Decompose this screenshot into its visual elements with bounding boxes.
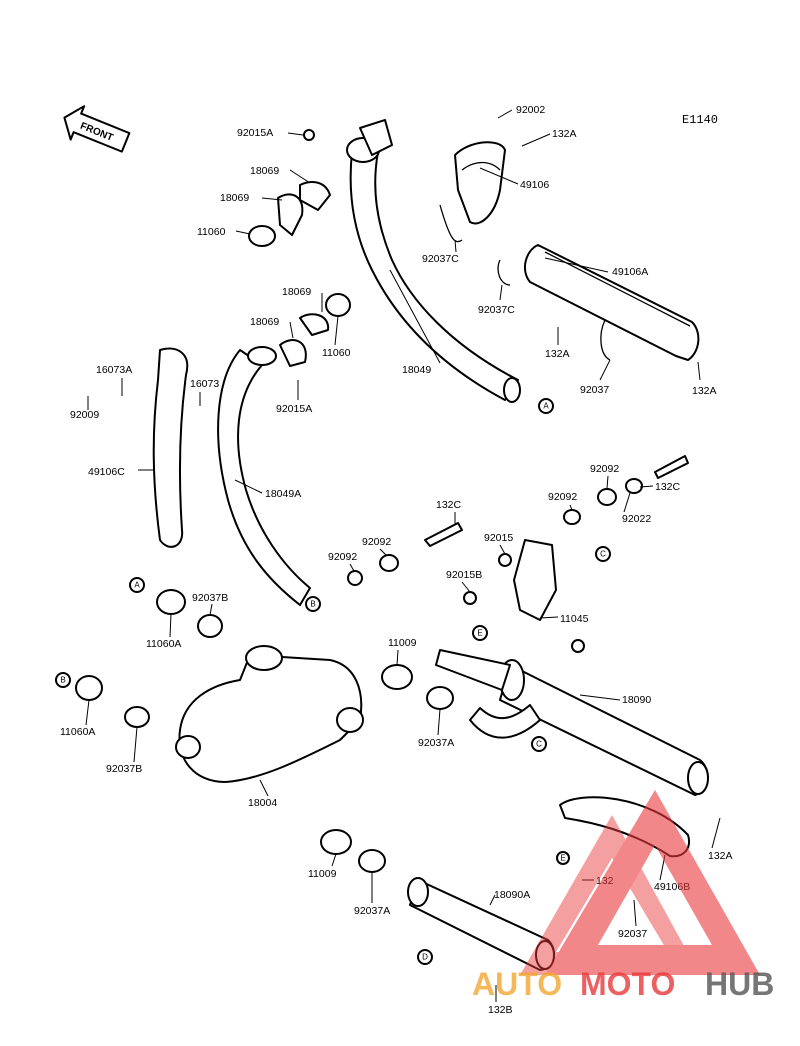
label-92022: 92022	[622, 513, 651, 525]
label-92002: 92002	[516, 104, 545, 116]
exhaust-pipe-18049A	[217, 346, 311, 606]
label-92037B-b: 92037B	[106, 763, 142, 775]
label-11045: 11045	[560, 613, 589, 625]
label-18069-b: 18069	[220, 192, 249, 204]
label-132A-top: 132A	[552, 128, 577, 140]
label-18090: 18090	[622, 694, 651, 706]
label-11060A-a: 11060A	[146, 638, 181, 650]
label-16073A: 16073A	[96, 364, 132, 376]
ref-D-1: D	[422, 953, 428, 962]
automotohub-watermark	[520, 790, 760, 975]
label-11060-mid: 11060	[322, 347, 351, 359]
label-92092-a: 92092	[590, 463, 619, 475]
label-92037C-b: 92037C	[478, 304, 515, 316]
label-11009-a: 11009	[388, 637, 417, 649]
ref-C-1: C	[600, 550, 606, 559]
leader-lines	[85, 109, 721, 1002]
label-11009-b: 11009	[308, 868, 337, 880]
label-18069-d: 18069	[250, 316, 279, 328]
label-49106: 49106	[520, 179, 549, 191]
label-92037A-a: 92037A	[418, 737, 454, 749]
label-18069-a: 18069	[250, 165, 279, 177]
watermark-moto: MOTO	[580, 966, 675, 1002]
label-18090A: 18090A	[494, 889, 530, 901]
label-132B: 132B	[488, 1004, 513, 1016]
ref-B-2: B	[60, 676, 65, 685]
label-18069-c: 18069	[282, 286, 311, 298]
label-16073: 16073	[190, 378, 219, 390]
part-labels: 92002 132A 49106 92015A 18069 18069 1106…	[60, 104, 733, 1016]
bracket-11045	[513, 539, 557, 621]
label-11060A-b: 11060A	[60, 726, 95, 738]
label-132A-mid: 132A	[545, 348, 570, 360]
watermark-hub: HUB	[705, 966, 774, 1002]
label-92015A-mid: 92015A	[276, 403, 312, 415]
front-arrow: FRONT	[63, 105, 131, 153]
label-132A-low: 132A	[708, 850, 733, 862]
silencer-18090	[435, 649, 709, 796]
ref-C-2: C	[536, 740, 542, 749]
bracket-49106C	[152, 347, 189, 548]
label-18004: 18004	[248, 797, 277, 809]
label-132C-a: 132C	[655, 481, 681, 493]
watermark-text: AUTO MOTO HUB	[472, 966, 774, 1002]
label-92037A-b: 92037A	[354, 905, 390, 917]
label-92037B-a: 92037B	[192, 592, 228, 604]
label-132C-b: 132C	[436, 499, 462, 511]
clamp-parts-mid	[279, 293, 351, 367]
ref-E-2: E	[560, 854, 565, 863]
ref-A-2: A	[134, 581, 140, 590]
heat-shield-49106	[439, 141, 506, 243]
ref-B-1: B	[310, 600, 315, 609]
silencer-18090A	[407, 877, 556, 971]
label-92037: 92037	[580, 384, 609, 396]
watermark-auto: AUTO	[472, 966, 562, 1002]
label-92015: 92015	[484, 532, 513, 544]
label-92037C-a: 92037C	[422, 253, 459, 265]
label-11060-top: 11060	[197, 226, 226, 238]
heat-shield-49106A	[497, 244, 700, 361]
clamp-parts-upper-left	[248, 129, 331, 247]
label-92092-b: 92092	[548, 491, 577, 503]
label-49106A: 49106A	[612, 266, 648, 278]
label-92015A-top: 92015A	[237, 127, 273, 139]
label-92092-c: 92092	[362, 536, 391, 548]
label-18049: 18049	[402, 364, 431, 376]
diagram-code: E1140	[682, 113, 718, 127]
ref-E-1: E	[477, 629, 482, 638]
label-92037-low: 92037	[618, 928, 647, 940]
watermark-triangle-logo	[545, 790, 760, 975]
muffler-18004	[175, 645, 364, 783]
label-132A-right: 132A	[692, 385, 717, 397]
reference-markers: A A B B C C D E E	[55, 398, 611, 965]
label-92015B: 92015B	[446, 569, 482, 581]
label-92009: 92009	[70, 409, 99, 421]
label-49106C: 49106C	[88, 466, 125, 478]
exhaust-pipe-18049	[346, 119, 521, 403]
ref-A-1: A	[543, 402, 549, 411]
label-18049A: 18049A	[265, 488, 301, 500]
label-92092-d: 92092	[328, 551, 357, 563]
